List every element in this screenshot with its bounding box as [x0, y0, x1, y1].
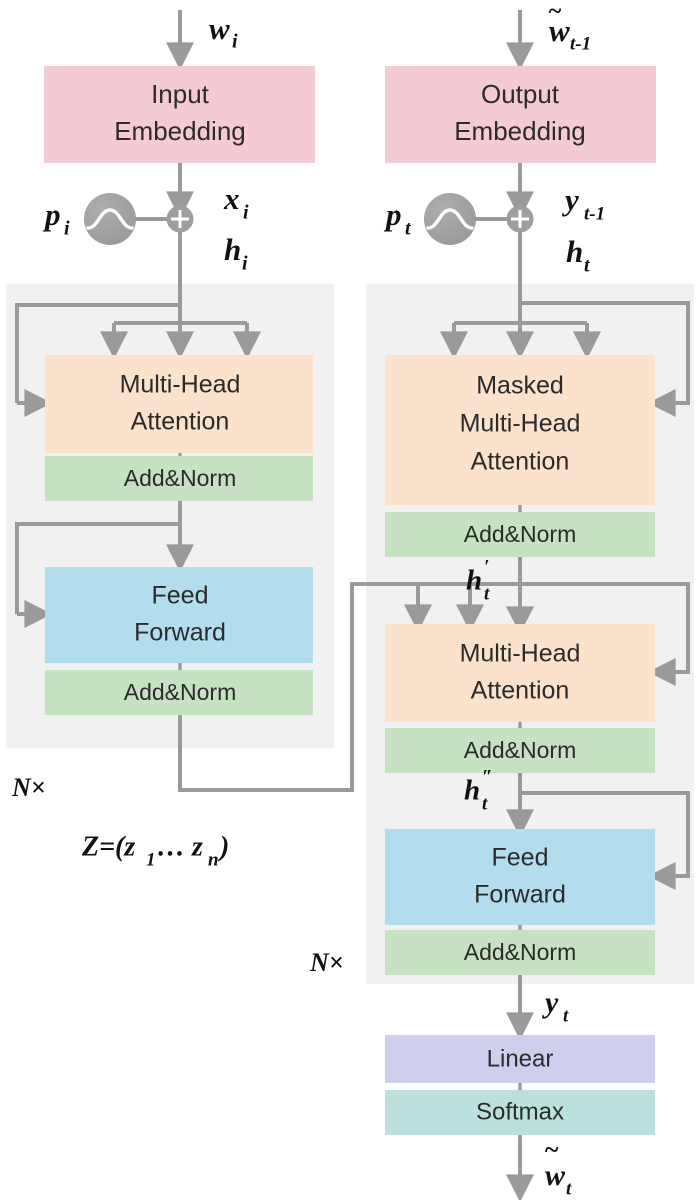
- encoder-residual-1: [15, 303, 180, 403]
- svg-text:t: t: [484, 583, 490, 604]
- decoder-stack-count-label: N×: [309, 948, 344, 977]
- encoder-feedforward-box[interactable]: [45, 567, 313, 663]
- decoder-h-double-prime-label: h t ″: [464, 766, 493, 814]
- decoder-masked-attention-line1: Masked: [476, 372, 564, 400]
- decoder-addnorm-3-box[interactable]: [385, 930, 655, 975]
- decoder-feedforward-box[interactable]: [385, 829, 655, 925]
- encoder-embedding-line2: Embedding: [114, 116, 246, 146]
- svg-text:~: ~: [544, 1135, 559, 1164]
- encoder-residual-2: [15, 522, 180, 614]
- decoder-embedding-box[interactable]: [385, 66, 656, 163]
- encoder-add-operator-icon: [166, 205, 194, 233]
- decoder-cross-attention-line1: Multi-Head: [460, 640, 581, 668]
- svg-text:w: w: [545, 1159, 566, 1192]
- encoder-output-bus: [178, 582, 520, 792]
- svg-text:p: p: [383, 197, 402, 232]
- softmax-box[interactable]: [385, 1090, 655, 1135]
- encoder-attention-line1: Multi-Head: [120, 371, 241, 399]
- svg-text:t: t: [405, 218, 412, 240]
- decoder-feedforward-line1: Feed: [492, 844, 549, 872]
- encoder-feedforward-line1: Feed: [152, 582, 209, 610]
- encoder-h-symbol-label: h i: [224, 232, 248, 274]
- encoder-embedding-line1: Input: [151, 79, 210, 109]
- svg-text:t: t: [566, 1178, 572, 1199]
- encoder-embedding-box[interactable]: [44, 66, 315, 163]
- decoder-addnorm-2-label: Add&Norm: [464, 737, 576, 763]
- decoder-cross-attention-box[interactable]: [385, 624, 655, 722]
- svg-text:1: 1: [146, 849, 156, 870]
- svg-text:i: i: [232, 31, 238, 53]
- svg-text:x: x: [223, 181, 240, 216]
- svg-text:): ): [217, 831, 229, 862]
- encoder-output-expression-label: Z=(z 1 … z n ): [81, 831, 229, 870]
- svg-text:t-1: t-1: [570, 33, 591, 54]
- decoder-add-operator-icon: [506, 205, 534, 233]
- decoder-y-output-label: y t: [542, 986, 569, 1026]
- linear-box[interactable]: [385, 1035, 655, 1083]
- decoder-positional-symbol-label: p t: [383, 197, 412, 239]
- linear-label: Linear: [487, 1045, 554, 1072]
- decoder-cross-attention-line2: Attention: [471, 677, 570, 705]
- svg-text:i: i: [64, 218, 70, 240]
- decoder-y-symbol-label: y t-1: [561, 182, 605, 224]
- svg-text:h: h: [464, 775, 480, 807]
- svg-text:w: w: [209, 11, 230, 46]
- svg-text:y: y: [561, 182, 579, 217]
- encoder-attention-box[interactable]: [45, 355, 313, 453]
- decoder-masked-attention-line3: Attention: [471, 448, 570, 476]
- encoder-input-symbol-label: w i: [209, 11, 238, 52]
- svg-text:t: t: [482, 793, 488, 814]
- decoder-addnorm-3-label: Add&Norm: [464, 939, 576, 965]
- svg-text:i: i: [243, 202, 249, 224]
- svg-text:h: h: [224, 232, 241, 267]
- decoder-masked-attention-box[interactable]: [385, 355, 655, 505]
- svg-text:′: ′: [484, 556, 489, 577]
- encoder-addnorm-1-box[interactable]: [45, 456, 313, 501]
- decoder-output-symbol-label: w ~ t: [544, 1135, 572, 1199]
- decoder-embedding-line1: Output: [481, 79, 560, 109]
- svg-text:h: h: [566, 234, 583, 269]
- decoder-masked-attention-line2: Multi-Head: [460, 410, 581, 438]
- svg-text:n: n: [208, 849, 219, 870]
- decoder-input-symbol-label: w ~ t-1: [548, 0, 591, 54]
- svg-text:h: h: [466, 565, 482, 597]
- encoder-positional-symbol-label: p i: [42, 197, 70, 239]
- svg-text:t: t: [563, 1005, 569, 1026]
- decoder-addnorm-2-box[interactable]: [385, 728, 655, 773]
- encoder-addnorm-2-label: Add&Norm: [124, 679, 236, 705]
- svg-text:… z: … z: [157, 831, 203, 862]
- encoder-addnorm-2-box[interactable]: [45, 670, 313, 715]
- decoder-h-prime-label: h t ′: [466, 556, 490, 604]
- decoder-feedforward-line2: Forward: [474, 881, 566, 909]
- encoder-stack-count-label: N×: [11, 773, 46, 802]
- svg-text:t-1: t-1: [584, 203, 605, 224]
- encoder-feedforward-line2: Forward: [134, 619, 226, 647]
- encoder-addnorm-1-label: Add&Norm: [124, 465, 236, 491]
- decoder-h-symbol-label: h t: [566, 234, 591, 276]
- svg-text:Z=(z: Z=(z: [81, 831, 135, 862]
- svg-text:t: t: [584, 255, 591, 277]
- svg-text:″: ″: [482, 766, 493, 787]
- decoder-addnorm-1-label: Add&Norm: [464, 521, 576, 547]
- encoder-x-symbol-label: x i: [223, 181, 249, 223]
- svg-text:y: y: [542, 986, 559, 1019]
- svg-text:~: ~: [548, 0, 562, 25]
- svg-text:i: i: [242, 253, 248, 275]
- decoder-addnorm-1-box[interactable]: [385, 512, 655, 557]
- decoder-embedding-line2: Embedding: [454, 116, 586, 146]
- svg-text:w: w: [549, 13, 570, 48]
- encoder-attention-line2: Attention: [131, 408, 230, 436]
- encoder-positional-encoding-icon: [84, 193, 136, 245]
- softmax-label: Softmax: [476, 1098, 564, 1125]
- decoder-positional-encoding-icon: [424, 193, 476, 245]
- svg-text:p: p: [42, 197, 61, 232]
